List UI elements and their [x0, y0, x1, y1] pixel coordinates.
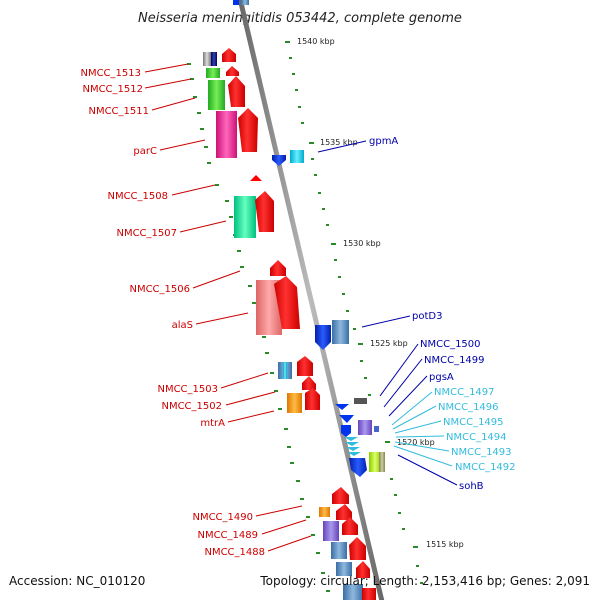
gene-labels-left: NMCC_1513 NMCC_1512 NMCC_1511 parC NMCC_…: [80, 68, 265, 558]
label-NMCC_1502[interactable]: NMCC_1502: [161, 401, 222, 412]
gene-bottom-red-a: [356, 561, 370, 578]
label-NMCC_1511[interactable]: NMCC_1511: [88, 106, 149, 117]
gene-NMCC_1488[interactable]: [331, 542, 347, 559]
tick-label-1540: 1540 kbp: [297, 37, 335, 46]
gene-NMCC_1508[interactable]: [250, 175, 262, 181]
gene-arrow-mtrA-red[interactable]: [305, 388, 320, 410]
gene-arrow-1503-red[interactable]: [297, 356, 313, 376]
gene-NMCC_1503-stripe: [283, 362, 287, 379]
gene-NMCC_1497[interactable]: [358, 420, 372, 435]
gene-arrow-1490-red-b[interactable]: [336, 504, 352, 520]
topology-text: Topology: circular; Length: 2,153,416 bp…: [259, 574, 590, 588]
gene-NMCC_1495[interactable]: [344, 437, 361, 456]
label-NMCC_1512[interactable]: NMCC_1512: [82, 84, 143, 95]
label-leaders-right: [317, 140, 458, 486]
gene-bottom-edge-red: [362, 588, 376, 600]
gene-arrow-1507-red[interactable]: [255, 191, 274, 232]
label-NMCC_1499[interactable]: NMCC_1499: [424, 355, 485, 366]
gene-NMCC_1494[interactable]: [374, 426, 379, 432]
gene-arrow-alaS-red[interactable]: [274, 276, 300, 329]
gene-arrow-1512-red[interactable]: [226, 66, 239, 76]
gene-arrow-gpmA-blue[interactable]: [272, 155, 286, 166]
gene-labels-right: gpmA potD3 NMCC_1500 NMCC_1499 pgsA NMCC…: [369, 136, 516, 492]
gene-NMCC_1507[interactable]: [234, 196, 256, 238]
label-NMCC_1490[interactable]: NMCC_1490: [192, 512, 253, 523]
gene-bottom-edge-steel: [343, 584, 363, 600]
label-NMCC_1488[interactable]: NMCC_1488: [204, 547, 265, 558]
label-parC[interactable]: parC: [133, 146, 157, 157]
label-NMCC_1494[interactable]: NMCC_1494: [446, 432, 507, 443]
gene-NMCC_1511[interactable]: [208, 80, 225, 110]
gene-arrow-parC-red[interactable]: [238, 108, 258, 152]
label-NMCC_1500[interactable]: NMCC_1500: [420, 339, 481, 350]
label-NMCC_1503[interactable]: NMCC_1503: [157, 384, 218, 395]
label-NMCC_1507[interactable]: NMCC_1507: [116, 228, 177, 239]
label-leaders-left: [144, 63, 312, 552]
label-NMCC_1506[interactable]: NMCC_1506: [129, 284, 190, 295]
label-gpmA[interactable]: gpmA: [369, 136, 398, 147]
gene-group-top-edge: [233, 0, 249, 5]
label-pgsA[interactable]: pgsA: [429, 372, 454, 383]
tick-label-1525: 1525 kbp: [370, 339, 408, 348]
tick-label-1530: 1530 kbp: [343, 239, 381, 248]
gene-NMCC_1492[interactable]: [379, 452, 385, 472]
gene-arrow-1513-red[interactable]: [222, 48, 236, 62]
label-NMCC_1496[interactable]: NMCC_1496: [438, 402, 499, 413]
label-NMCC_1489[interactable]: NMCC_1489: [197, 530, 258, 541]
gene-NMCC_1502[interactable]: [302, 376, 316, 390]
gene-NMCC_1489[interactable]: [323, 521, 339, 541]
genome-backbone: [237, 0, 385, 600]
gene-NMCC_1513[interactable]: [203, 52, 217, 66]
gene-mtrA[interactable]: [287, 393, 302, 413]
gene-arrow-1489-red[interactable]: [342, 517, 358, 535]
gene-arrow-1511-red[interactable]: [228, 76, 245, 107]
gene-parC[interactable]: [216, 111, 237, 158]
tick-label-1515: 1515 kbp: [426, 540, 464, 549]
tick-label-1535: 1535 kbp: [320, 138, 358, 147]
gene-NMCC_1499[interactable]: [354, 398, 367, 404]
gene-NMCC_1506[interactable]: [270, 260, 286, 276]
gene-NMCC_1493[interactable]: [369, 452, 381, 472]
gene-arrow-sohB-blue[interactable]: [349, 458, 367, 477]
label-NMCC_1493[interactable]: NMCC_1493: [451, 447, 512, 458]
label-NMCC_1492[interactable]: NMCC_1492: [455, 462, 516, 473]
gene-arrow-1488-red[interactable]: [349, 537, 366, 560]
label-NMCC_1508[interactable]: NMCC_1508: [107, 191, 168, 202]
tick-label-1520: 1520 kbp: [397, 438, 435, 447]
label-alaS[interactable]: alaS: [172, 320, 193, 331]
accession-text: Accession: NC_010120: [9, 574, 145, 588]
gene-NMCC_1496[interactable]: [341, 425, 351, 437]
scale-ticks: [187, 41, 423, 592]
gene-NMCC_1500[interactable]: [335, 404, 349, 410]
label-NMCC_1495[interactable]: NMCC_1495: [443, 417, 504, 428]
label-mtrA[interactable]: mtrA: [200, 418, 225, 429]
gene-arrow-1490-red-a[interactable]: [332, 487, 349, 504]
gene-potD3[interactable]: [332, 320, 349, 344]
label-sohB[interactable]: sohB: [459, 481, 484, 492]
label-potD3[interactable]: potD3: [412, 311, 442, 322]
label-NMCC_1513[interactable]: NMCC_1513: [80, 68, 141, 79]
gene-gpmA[interactable]: [290, 150, 304, 163]
gene-arrow-potD3-blue[interactable]: [315, 325, 331, 350]
gene-NMCC_1490[interactable]: [319, 507, 330, 517]
label-NMCC_1497[interactable]: NMCC_1497: [434, 387, 495, 398]
gene-pgsA[interactable]: [339, 415, 354, 423]
gene-NMCC_1512[interactable]: [206, 68, 220, 78]
gene-bottom-steel: [336, 562, 352, 576]
map-title: Neisseria meningitidis 053442, complete …: [138, 11, 462, 26]
scale-labels: 1540 kbp 1535 kbp 1530 kbp 1525 kbp 1520…: [297, 37, 464, 549]
